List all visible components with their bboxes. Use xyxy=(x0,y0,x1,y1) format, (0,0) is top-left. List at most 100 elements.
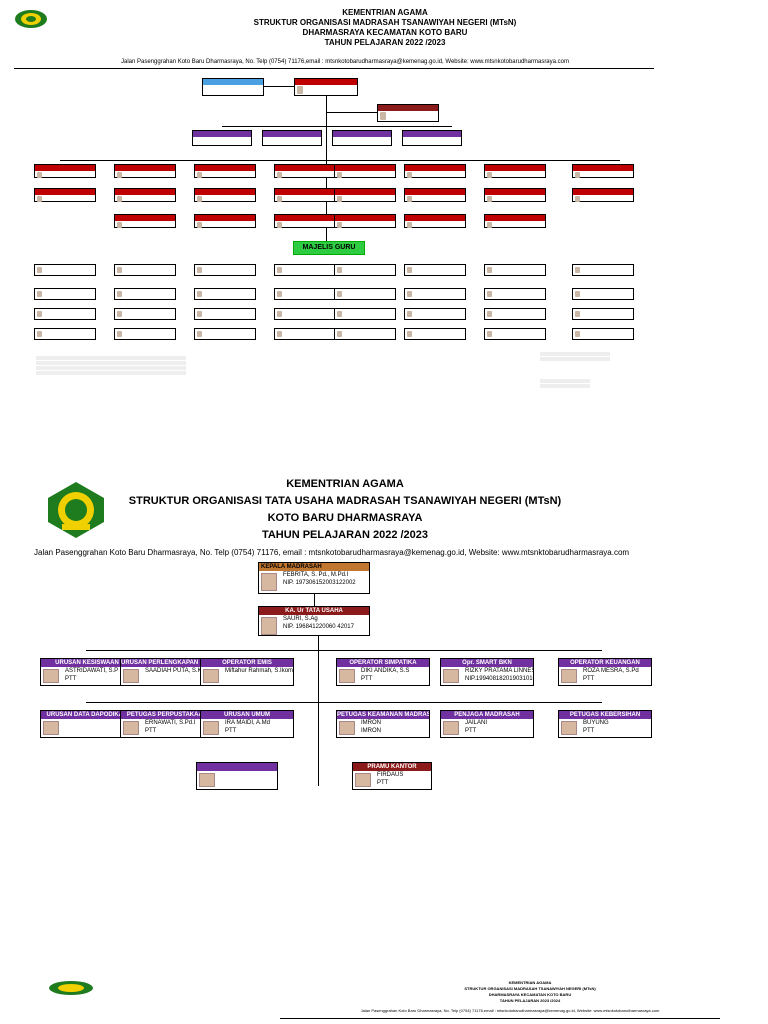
page-2: KEMENTRIAN AGAMA STRUKTUR ORGANISASI TAT… xyxy=(0,470,768,830)
person-photo-icon xyxy=(123,721,139,735)
person-photo-icon xyxy=(277,291,282,297)
teacher-box xyxy=(572,308,634,320)
teacher-box xyxy=(274,328,336,340)
person-photo-icon xyxy=(261,617,277,635)
teacher-box xyxy=(194,328,256,340)
kepala-title: KEPALA MADRASAH xyxy=(259,563,369,571)
teacher-box xyxy=(114,288,176,300)
person-photo-icon xyxy=(337,172,342,178)
person-photo-icon xyxy=(407,331,412,337)
header-line-3: KOTO BARU DHARMASRAYA xyxy=(267,512,423,524)
person-photo-icon xyxy=(407,291,412,297)
person-photo-icon xyxy=(37,172,42,178)
teacher-box xyxy=(194,264,256,276)
teacher-box xyxy=(114,308,176,320)
person-photo-icon xyxy=(277,222,282,228)
tu-staff-title: PETUGAS KEBERSIHAN xyxy=(559,711,651,719)
header-line-4: TAHUN PELAJARAN 2023 /2024 xyxy=(499,998,561,1003)
tu-staff-name: IRA MAIDI, A.Md xyxy=(225,720,271,726)
org-box-wakil-1 xyxy=(192,130,252,146)
teacher-box xyxy=(484,188,546,202)
person-photo-icon xyxy=(337,196,342,202)
person-photo-icon xyxy=(575,196,580,202)
tu-staff-title: OPERATOR KEUANGAN xyxy=(559,659,651,667)
teacher-box xyxy=(572,328,634,340)
org-box-ka-tu xyxy=(377,104,439,122)
header-line-4: TAHUN PELAJARAN 2022 /2023 xyxy=(261,529,429,541)
header-line-4: TAHUN PELAJARAN 2022 /2023 xyxy=(324,38,446,47)
person-photo-icon xyxy=(197,267,202,273)
teacher-box xyxy=(274,264,336,276)
teacher-box xyxy=(114,264,176,276)
page1-header: KEMENTRIAN AGAMA STRUKTUR ORGANISASI MAD… xyxy=(150,8,620,48)
teacher-box xyxy=(334,264,396,276)
teacher-box xyxy=(34,328,96,340)
person-photo-icon xyxy=(197,172,202,178)
teacher-box xyxy=(572,288,634,300)
teacher-box xyxy=(404,288,466,300)
ka-tu-nip: NIP. 196841220060 42017 xyxy=(283,624,354,630)
person-photo-icon xyxy=(487,222,492,228)
person-photo-icon xyxy=(487,331,492,337)
person-photo-icon xyxy=(443,721,459,735)
teacher-box xyxy=(334,308,396,320)
teacher-box xyxy=(194,214,256,228)
kepala-name: FEBRITA, S. Pd., M.Pd.I xyxy=(283,572,349,578)
teacher-box xyxy=(274,164,336,178)
person-photo-icon xyxy=(277,331,282,337)
person-photo-icon xyxy=(487,267,492,273)
tu-staff-status: NIP.199408182019031010 xyxy=(465,676,533,682)
tu-staff-title: PETUGAS PERPUSTAKAAN xyxy=(121,711,213,719)
tu-staff-title: OPERATOR SIMPATIKA xyxy=(337,659,429,667)
page1-footnote-right xyxy=(540,352,620,392)
teacher-box xyxy=(114,164,176,178)
tu-staff-name: DIKI ANDIKA, S.S xyxy=(361,668,410,674)
tu-staff-box: URUSAN PERLENGKAPAN DAN ARSIPSAADIAH PUT… xyxy=(120,658,214,686)
person-photo-icon xyxy=(407,311,412,317)
person-photo-icon xyxy=(339,669,355,683)
header-divider xyxy=(14,68,654,69)
kemenag-logo-icon xyxy=(14,8,48,30)
person-photo-icon xyxy=(197,222,202,228)
teacher-box xyxy=(572,188,634,202)
person-photo-icon xyxy=(337,311,342,317)
teacher-box xyxy=(34,188,96,202)
person-photo-icon xyxy=(117,196,122,202)
header-line-3: DHARMASRAYA KECAMATAN KOTO BARU xyxy=(302,28,468,37)
org-box-wakil-2 xyxy=(262,130,322,146)
page1-address: Jalan Pasenggrahan Koto Baru Dharmasraya… xyxy=(121,59,569,65)
person-photo-icon xyxy=(487,196,492,202)
teacher-box xyxy=(404,188,466,202)
tu-staff-box: PETUGAS KEAMANAN MADRASAHIMRONIMRON xyxy=(336,710,430,738)
tu-staff-name: Miftahur Rahmah, S.Ikom xyxy=(225,668,293,674)
teacher-box xyxy=(34,288,96,300)
page2-address: Jalan Pasenggrahan Koto Baru Dharmasraya… xyxy=(34,548,630,557)
org-box-kepala xyxy=(294,78,358,96)
person-photo-icon xyxy=(197,291,202,297)
teacher-box xyxy=(484,164,546,178)
tu-staff-name: FIRDAUS xyxy=(377,772,404,778)
header-line-1: KEMENTRIAN AGAMA xyxy=(286,478,404,490)
person-photo-icon xyxy=(277,196,282,202)
person-photo-icon xyxy=(37,331,42,337)
person-photo-icon xyxy=(337,331,342,337)
person-photo-icon xyxy=(575,267,580,273)
person-photo-icon xyxy=(117,331,122,337)
person-photo-icon xyxy=(575,311,580,317)
person-photo-icon xyxy=(407,172,412,178)
person-photo-icon xyxy=(337,222,342,228)
teacher-box xyxy=(194,188,256,202)
person-photo-icon xyxy=(203,721,219,735)
tu-staff-title: OPERATOR EMIS xyxy=(201,659,293,667)
person-photo-icon xyxy=(407,267,412,273)
teacher-box xyxy=(484,288,546,300)
teacher-box xyxy=(334,328,396,340)
tu-staff-title: URUSAN UMUM xyxy=(201,711,293,719)
tu-staff-status: PTT xyxy=(465,728,477,734)
person-photo-icon xyxy=(339,721,355,735)
